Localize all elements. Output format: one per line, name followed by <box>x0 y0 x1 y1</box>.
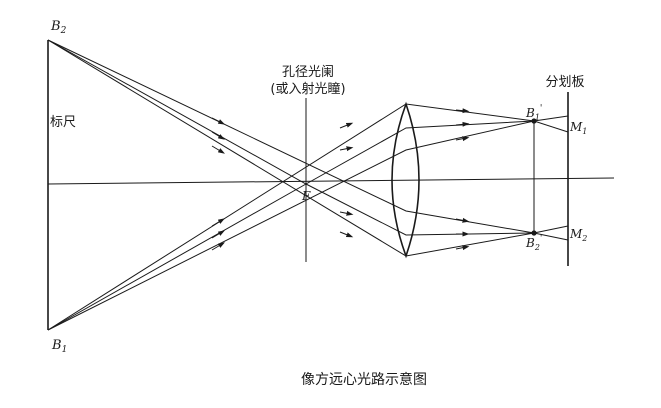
label-m2: M2 <box>569 227 587 243</box>
ray-b2-top <box>47 39 535 234</box>
image-point-b1 <box>531 118 537 124</box>
arrow-marker <box>211 218 226 227</box>
arrow-marker <box>339 231 354 238</box>
label-m1: M1 <box>569 120 587 136</box>
ray-b2-chief <box>47 39 535 236</box>
label-reticle: 分划板 <box>545 75 584 90</box>
arrow-marker <box>211 230 226 239</box>
ray-to-m1-a <box>533 115 569 122</box>
arrow-marker <box>211 145 226 154</box>
ray-to-m2-b <box>533 232 569 241</box>
label-b1: B1 <box>51 338 67 355</box>
ray-b1-top <box>47 103 535 331</box>
ray-to-m1-b <box>533 120 569 133</box>
arrow-marker <box>455 121 470 127</box>
ray-b2-bottom <box>47 39 535 257</box>
arrow-marker <box>339 210 354 216</box>
label-b2-prime: B2' <box>525 234 542 252</box>
ray-b1-chief <box>47 120 535 331</box>
label-b2: B2 <box>50 19 67 36</box>
label-aperture-line1: 孔径光阑 <box>282 65 334 80</box>
ray-b1-bottom <box>47 120 535 331</box>
arrow-marker <box>455 245 470 251</box>
arrow-marker <box>339 122 354 129</box>
ray-to-m2-a <box>533 225 569 234</box>
label-b1-prime: B1' <box>525 104 542 122</box>
arrow-marker <box>455 136 470 142</box>
image-point-b2 <box>531 230 537 236</box>
arrow-marker <box>211 242 226 251</box>
optical-axis <box>47 177 615 185</box>
label-f: F <box>301 189 311 203</box>
arrow-marker <box>455 217 470 223</box>
caption: 像方远心光路示意图 <box>301 371 427 388</box>
arrow-marker <box>211 117 226 125</box>
label-aperture-line2: (或入射光瞳) <box>270 81 345 97</box>
label-ruler: 标尺 <box>50 115 76 130</box>
arrow-marker <box>339 146 354 152</box>
arrow-marker <box>455 108 470 114</box>
arrow-marker <box>211 131 226 140</box>
